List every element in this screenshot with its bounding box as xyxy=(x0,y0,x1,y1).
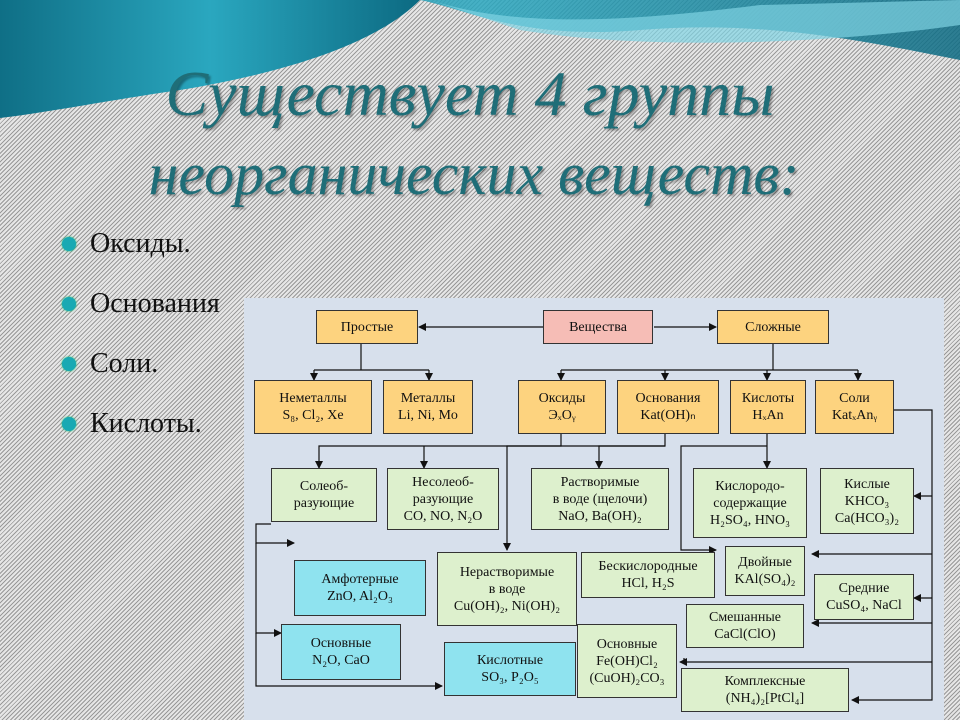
box-line: Бескислородные xyxy=(598,559,698,574)
box-line: CuSO₄, NaCl xyxy=(826,598,902,613)
bullet-label: Кислоты. xyxy=(90,408,202,439)
box-kompleksnye: Комплексные (NH₄)₂[PtCl₄] xyxy=(681,668,849,712)
box-line: KatₓAnᵧ xyxy=(831,408,878,423)
bullet-dot-icon xyxy=(62,237,76,251)
box-line: (CuOH)₂CO₃ xyxy=(589,670,665,686)
box-line: Растворимые xyxy=(560,474,640,490)
box-line: Неметаллы xyxy=(279,391,347,406)
box-line: Металлы xyxy=(400,391,456,406)
box-line: Комплексные xyxy=(724,674,806,689)
box-line: Вещества xyxy=(569,319,627,335)
bullet-dot-icon xyxy=(62,297,76,311)
box-line: Кислоты xyxy=(741,391,795,406)
box-line: H₂SO₄, HNO₃ xyxy=(710,512,790,528)
box-line: Простые xyxy=(340,319,394,335)
bullet-item: Соли. xyxy=(62,334,220,394)
box-line: Основания xyxy=(635,391,701,406)
box-line: Li, Ni, Mo xyxy=(398,408,458,423)
box-line: ЭₓOᵧ xyxy=(548,408,576,423)
header-wave xyxy=(0,0,960,118)
bullet-label: Оксиды. xyxy=(90,228,191,259)
box-line: ZnO, Al₂O₃ xyxy=(327,589,393,604)
bullet-item: Основания xyxy=(62,274,220,334)
box-line: Ca(HCO₃)₂ xyxy=(834,510,900,526)
box-line: NaO, Ba(OH)₂ xyxy=(558,508,642,524)
box-line: в воде xyxy=(488,581,526,597)
box-line: (NH₄)₂[PtCl₄] xyxy=(725,691,805,706)
box-line: в воде (щелочи) xyxy=(552,491,648,507)
title-line-2: неорганических веществ: xyxy=(148,141,800,207)
box-line: Несолеоб- xyxy=(412,474,474,490)
box-line: Смешанные xyxy=(708,610,781,625)
box-line: Kat(OH)ₙ xyxy=(640,408,696,423)
bullet-list: Оксиды. Основания Соли. Кислоты. xyxy=(62,214,220,454)
box-line: Сложные xyxy=(745,319,801,335)
title-line-1: Существует 4 группы xyxy=(165,58,775,129)
box-line: Кислородо- xyxy=(715,478,785,494)
box-line: Кислотные xyxy=(476,653,544,668)
bullet-label: Основания xyxy=(90,288,220,319)
box-soleobrazuyuschie: Солеоб-разующие xyxy=(271,468,377,522)
box-veschestva: Вещества xyxy=(543,310,653,344)
box-line: KHCO₃ xyxy=(844,493,890,509)
box-line: Солеоб- xyxy=(299,479,349,494)
box-line: Амфотерные xyxy=(321,572,399,587)
box-line: Основные xyxy=(596,636,658,652)
bullet-label: Соли. xyxy=(90,348,159,379)
box-line: разующие xyxy=(412,491,474,507)
box-line: Соли xyxy=(839,391,870,406)
bullet-dot-icon xyxy=(62,357,76,371)
bullet-dot-icon xyxy=(62,417,76,431)
box-line: CO, NO, N₂O xyxy=(403,508,483,524)
box-line: Средние xyxy=(838,581,890,596)
box-line: Двойные xyxy=(738,555,792,570)
box-line: Cu(OH)₂, Ni(OH)₂ xyxy=(453,598,561,614)
box-line: HCl, H₂S xyxy=(621,576,675,591)
box-line: SO₃, P₂O₅ xyxy=(481,670,539,685)
box-line: N₂O, CaO xyxy=(312,653,370,668)
box-line: KAl(SO₄)₂ xyxy=(734,572,796,587)
box-line: S₈, Cl₂, Xe xyxy=(282,408,344,423)
diagram-connectors xyxy=(255,323,933,704)
box-slozhnye: Сложные xyxy=(717,310,829,344)
box-line: CaCl(ClO) xyxy=(714,627,776,642)
box-line: Нерастворимые xyxy=(459,564,555,580)
box-line: Кислые xyxy=(844,476,890,492)
box-line: Основные xyxy=(310,636,372,651)
box-line: содержащие xyxy=(713,495,787,511)
bullet-item: Оксиды. xyxy=(62,214,220,274)
box-line: разующие xyxy=(293,496,355,511)
box-line: Fe(OH)Cl₂ xyxy=(596,653,658,669)
box-prostye: Простые xyxy=(316,310,418,344)
box-line: Оксиды xyxy=(538,391,586,406)
box-line: HₓAn xyxy=(752,408,784,423)
bullet-item: Кислоты. xyxy=(62,394,220,454)
